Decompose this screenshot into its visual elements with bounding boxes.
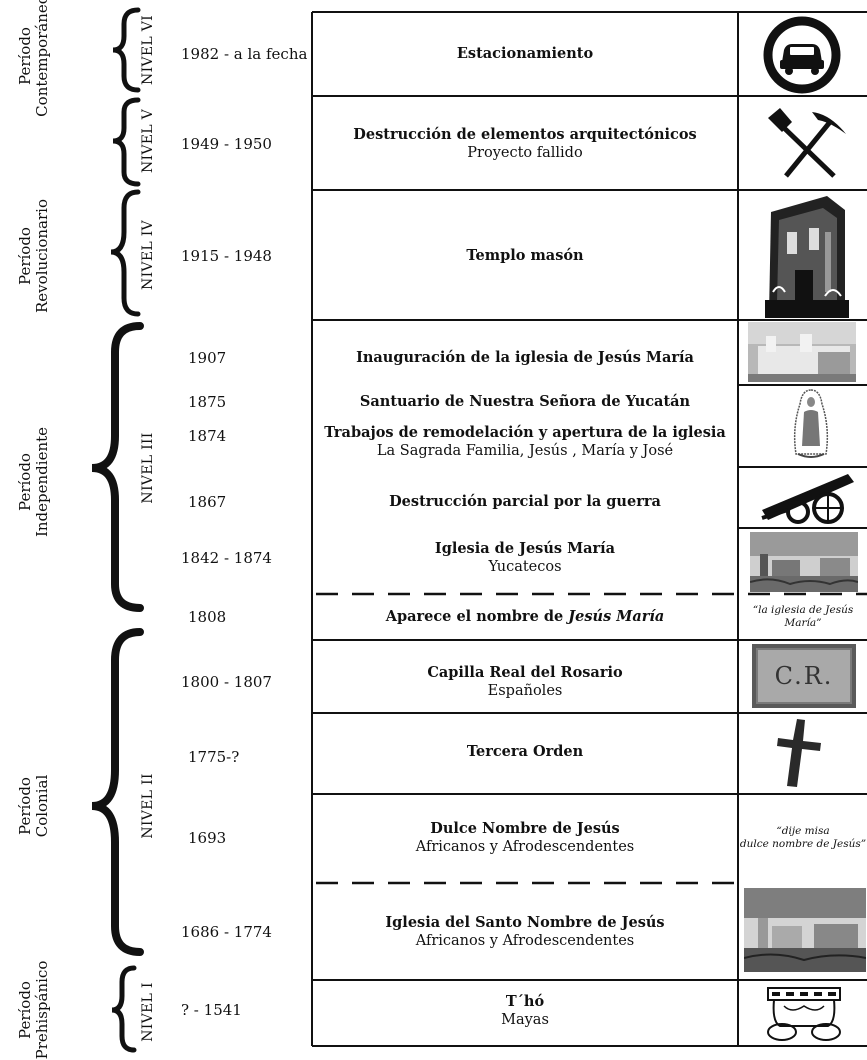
- brace-nivel-v: [112, 97, 141, 187]
- date-label: 1800 - 1807: [181, 673, 272, 691]
- date-label: 1949 - 1950: [181, 135, 272, 153]
- event-templo-mason: Templo masón: [466, 247, 584, 264]
- no-parking-car-icon: [763, 16, 841, 94]
- event-remodelacion: Trabajos de remodelación y apertura de l…: [324, 424, 726, 459]
- event-inauguracion: Inauguración de la iglesia de Jesús Marí…: [356, 349, 694, 366]
- shovel-pickaxe-icon: [768, 108, 846, 178]
- cross-icon: [777, 719, 821, 787]
- date-label: 1867: [188, 493, 227, 511]
- date-label: 1693: [188, 829, 227, 847]
- brace-nivel-ii: [91, 628, 144, 956]
- stone-plaque-icon: C.R.: [752, 644, 856, 708]
- church-photo: [748, 322, 856, 382]
- date-label: 1915 - 1948: [181, 247, 272, 265]
- cannon-icon: [761, 474, 854, 524]
- brace-nivel-iv: [110, 189, 141, 317]
- quote-1808: “la iglesia de Jesús María”: [752, 604, 854, 629]
- maya-vessel-icon: [767, 987, 841, 1041]
- level-v: NIVEL V: [140, 108, 156, 174]
- date-label: 1686 - 1774: [181, 923, 272, 941]
- date-label: 1874: [188, 427, 227, 445]
- event-destruccion-parcial: Destrucción parcial por la guerra: [389, 493, 661, 510]
- stone-plaque-text: C.R.: [774, 662, 834, 690]
- date-label: ? - 1541: [181, 1001, 242, 1019]
- event-estacionamiento: Estacionamiento: [456, 45, 594, 62]
- event-santuario: Santuario de Nuestra Señora de Yucatán: [359, 393, 691, 410]
- date-label: 1875: [188, 393, 227, 411]
- brace-nivel-i: [111, 965, 137, 1053]
- event-destruccion: Destrucción de elementos arquitectónicos…: [353, 126, 697, 161]
- date-label: 1907: [188, 349, 227, 367]
- level-ii: NIVEL II: [140, 773, 156, 839]
- event-tercera-orden: Tercera Orden: [466, 743, 584, 760]
- masonic-temple-photo: [765, 192, 849, 318]
- brace-nivel-vi: [112, 7, 141, 93]
- brace-nivel-iii: [91, 322, 144, 612]
- date-label: 1808: [188, 608, 227, 626]
- event-aparece-nombre: Aparece el nombre de Jesús María: [385, 608, 665, 625]
- level-iv: NIVEL IV: [140, 220, 156, 290]
- date-label: 1982 - a la fecha: [181, 45, 308, 63]
- church-old-photo: [744, 888, 866, 972]
- date-label: 1842 - 1874: [181, 549, 272, 567]
- ruined-church-photo: [750, 532, 858, 592]
- date-label: 1775-?: [188, 748, 240, 766]
- virgin-image-icon: [793, 389, 829, 458]
- level-vi: NIVEL VI: [140, 15, 156, 85]
- level-i: NIVEL I: [140, 982, 156, 1042]
- level-iii: NIVEL III: [140, 432, 156, 504]
